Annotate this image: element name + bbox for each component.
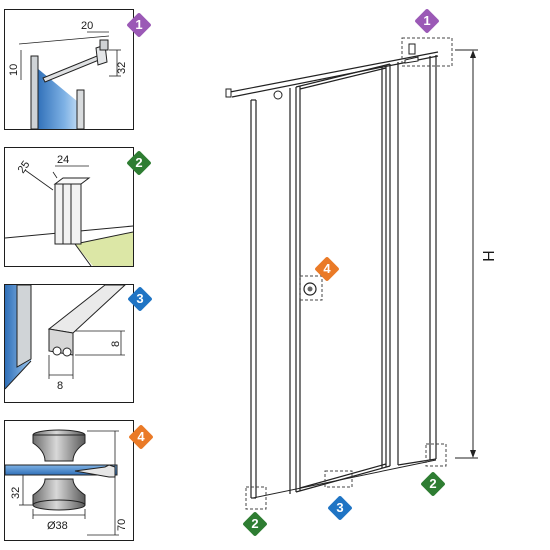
bottom-line [252, 459, 437, 499]
door-top-bottom [295, 63, 391, 493]
door-right-frame [381, 64, 391, 468]
height-label: H [479, 250, 496, 262]
top-hinge [404, 43, 419, 64]
dim-width: 24 [57, 154, 69, 166]
dim-depth: 25 [16, 159, 33, 176]
dim-diameter: Ø38 [47, 520, 68, 532]
glass-edge [5, 464, 118, 476]
knob-top [32, 434, 86, 462]
dim-width: 20 [81, 20, 93, 32]
dim-height: 8 [110, 341, 122, 347]
marker-number: 2 [251, 516, 259, 531]
marker-4-handle: 4 [314, 256, 340, 282]
marker-number: 4 [323, 261, 331, 276]
dim-height: 32 [10, 487, 22, 499]
detail-box-bottom-right [425, 443, 447, 467]
left-fixed-panel [250, 99, 257, 499]
detail-badge-1: 1 [126, 12, 152, 38]
detail-box-top-right [401, 37, 453, 67]
marker-2-right: 2 [420, 471, 446, 497]
marker-number: 2 [429, 476, 437, 491]
marker-number: 3 [336, 500, 344, 515]
marker-number: 2 [135, 155, 143, 170]
detail-panel-4: 32 Ø38 70 [4, 420, 134, 541]
detail-box-bottom-center [324, 470, 353, 488]
height-dimension [455, 49, 478, 459]
marker-number: 4 [137, 429, 145, 444]
dim-height-right: 32 [116, 62, 128, 74]
glass-pane [37, 68, 83, 129]
detail-badge-3: 3 [127, 286, 153, 312]
seal-profile [47, 285, 126, 334]
wall-bracket-left [225, 88, 283, 100]
detail-badge-2: 2 [126, 150, 152, 176]
detail-panel-1: 20 10 32 [4, 9, 134, 130]
marker-number: 1 [135, 17, 143, 32]
right-fixed-panel [397, 55, 437, 466]
dim-total: 70 [116, 519, 128, 531]
marker-3-bottom: 3 [327, 495, 353, 521]
door-left-frame [289, 86, 301, 494]
stabilizer-arm [42, 55, 100, 83]
detail-box-handle [299, 275, 323, 301]
marker-number: 3 [136, 291, 144, 306]
detail-panel-2: 25 24 [4, 147, 134, 267]
marker-1-top-right: 1 [414, 8, 440, 34]
dim-height-left: 10 [8, 64, 20, 76]
detail-panel-3: 8 8 [4, 284, 134, 403]
marker-2-left: 2 [242, 511, 268, 537]
detail-box-bottom-left [245, 486, 267, 510]
floor-area [75, 232, 133, 266]
marker-number: 1 [423, 13, 431, 28]
dim-width: 8 [57, 380, 63, 392]
door-handle [303, 282, 317, 296]
detail-badge-4: 4 [128, 424, 154, 450]
wall-profile [54, 183, 82, 245]
top-rail [229, 51, 439, 98]
